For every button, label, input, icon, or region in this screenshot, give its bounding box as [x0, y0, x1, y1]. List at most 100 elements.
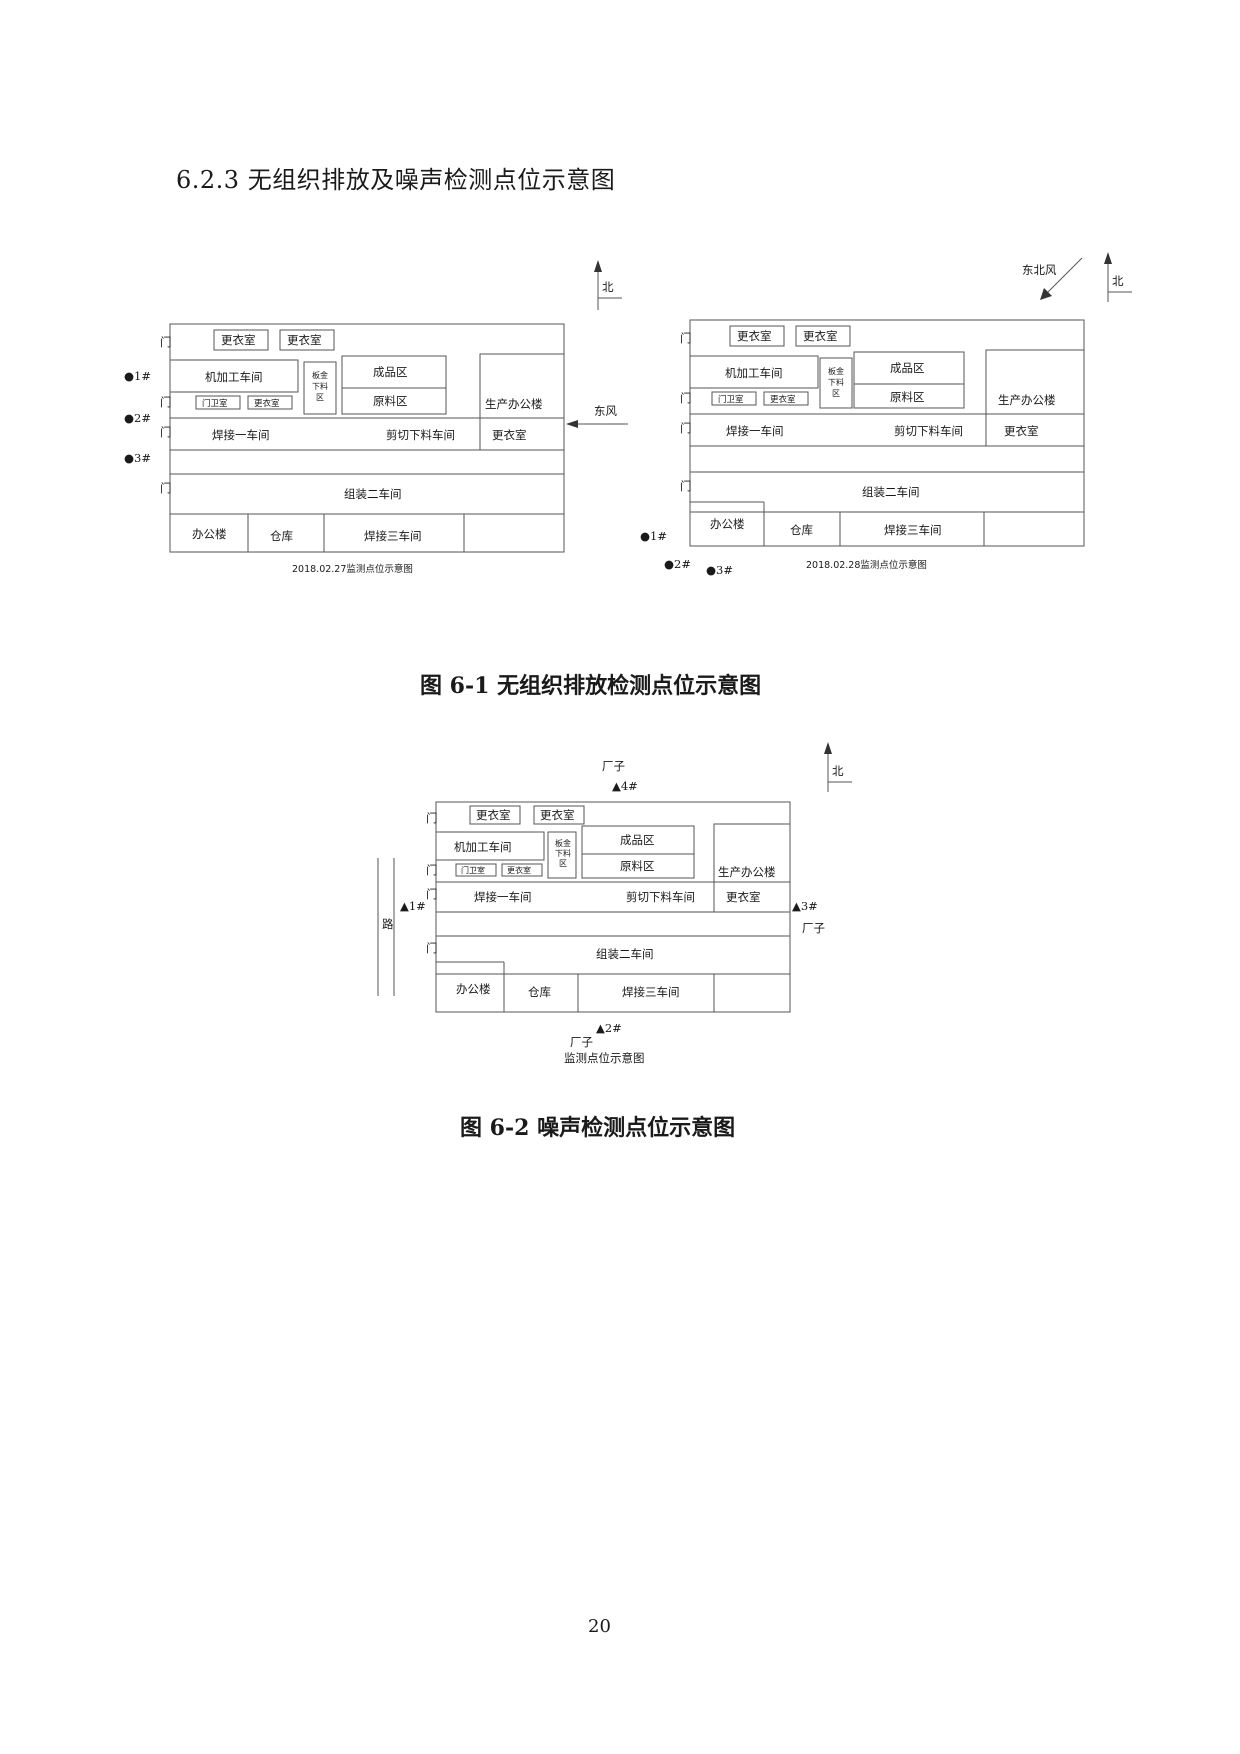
noise-point-4: ▲4#	[612, 779, 638, 793]
site-boundary	[435, 801, 791, 1013]
monitoring-point-1: ●1#	[640, 529, 667, 543]
storage-area-box	[853, 351, 965, 409]
welding-1-label: 焊接一车间	[474, 890, 532, 904]
changing-room-label: 更衣室	[737, 329, 772, 343]
changing-room-box	[279, 329, 335, 351]
changing-room-box	[533, 805, 585, 825]
changing-room-label: 更衣室	[507, 865, 531, 875]
warehouse-label: 仓库	[528, 985, 551, 999]
office-label: 办公楼	[710, 517, 745, 531]
changing-room-label: 更衣室	[254, 398, 280, 409]
finished-goods-label: 成品区	[373, 365, 408, 379]
storage-area-box	[341, 355, 447, 415]
door-label: 门	[426, 863, 438, 877]
map-caption: 2018.02.28监测点位示意图	[806, 559, 927, 571]
sheet-metal-box	[547, 831, 577, 879]
figure-6-1-right-map: 北 东北风 更衣室 更衣室 机加工车间 门卫室 更衣室 板金 下料 区 成品区 …	[640, 252, 1132, 577]
door-label: 门	[426, 887, 438, 901]
monitoring-point-1: ●1#	[124, 369, 151, 383]
changing-room-box	[501, 863, 543, 877]
noise-point-2: ▲2#	[596, 1021, 622, 1035]
welding-1-strip	[435, 881, 791, 913]
changing-room-box	[763, 391, 809, 406]
welding-3-label: 焊接三车间	[622, 985, 680, 999]
door-label: 门	[160, 481, 172, 495]
storage-area-box	[581, 825, 695, 879]
door-label: 门	[680, 479, 692, 493]
noise-point-1: ▲1#	[400, 899, 426, 913]
sheet-metal-label: 区	[316, 393, 324, 402]
assembly-2-label: 组装二车间	[344, 487, 402, 501]
door-label: 门	[680, 421, 692, 435]
welding-1-label: 焊接一车间	[726, 424, 784, 438]
changing-room-box	[795, 325, 851, 347]
changing-room-label: 更衣室	[287, 333, 322, 347]
welding-3-label: 焊接三车间	[884, 523, 942, 537]
guard-room-box	[195, 395, 241, 410]
changing-room-box	[469, 805, 521, 825]
page-number: 20	[588, 1616, 611, 1637]
welding-3-label: 焊接三车间	[364, 529, 422, 543]
machining-workshop-box	[435, 831, 545, 861]
changing-room-label: 更衣室	[221, 333, 256, 347]
sheet-metal-label: 下料	[555, 848, 571, 858]
cutting-workshop-label: 剪切下料车间	[626, 890, 695, 904]
cutting-workshop-label: 剪切下料车间	[386, 428, 455, 442]
changing-room-label: 更衣室	[540, 808, 575, 822]
monitoring-point-3: ●3#	[706, 563, 733, 577]
guard-room-label: 门卫室	[718, 394, 744, 405]
finished-goods-label: 成品区	[620, 833, 655, 847]
road-label: 路	[382, 917, 394, 931]
assembly-2-label: 组装二车间	[862, 485, 920, 499]
guard-room-box	[455, 863, 497, 877]
changing-room-label: 更衣室	[803, 329, 838, 343]
north-arrow: 北	[594, 260, 622, 310]
wind-label: 东风	[594, 404, 617, 418]
monitoring-point-3: ●3#	[124, 451, 151, 465]
guard-room-box	[711, 391, 757, 406]
monitoring-point-2: ●2#	[124, 411, 151, 425]
sheet-metal-label: 区	[832, 389, 840, 398]
machining-workshop-box	[169, 359, 299, 393]
section-title: 6.2.3 无组织排放及噪声检测点位示意图	[176, 166, 616, 194]
wind-arrow: 东风	[566, 404, 628, 428]
production-office-label: 生产办公楼	[485, 397, 543, 411]
noise-point-3: ▲3#	[792, 899, 818, 913]
warehouse-label: 仓库	[270, 529, 293, 543]
changing-room-box	[213, 329, 269, 351]
guard-room-label: 门卫室	[202, 398, 228, 409]
changing-room-label: 更衣室	[492, 428, 527, 442]
door-label: 门	[160, 425, 172, 439]
changing-room-label: 更衣室	[476, 808, 511, 822]
machining-workshop-label: 机加工车间	[205, 370, 263, 384]
changing-room-box	[729, 325, 785, 347]
changing-room-label: 更衣室	[770, 394, 796, 405]
changing-room-label: 更衣室	[726, 890, 761, 904]
door-label: 门	[160, 335, 172, 349]
machining-workshop-label: 机加工车间	[725, 366, 783, 380]
north-arrow: 北	[824, 742, 852, 792]
wind-arrow: 东北风	[1022, 257, 1083, 300]
production-office-label: 生产办公楼	[998, 393, 1056, 407]
figure-6-1-left-map: 北 更衣室 更衣室 机加工车间 门卫室 更衣室 板金 下料 区 成品区 原料区 …	[124, 260, 628, 575]
welding-1-strip	[169, 417, 565, 451]
door-label: 门	[680, 391, 692, 405]
figure-6-2-map: 北 厂子 ▲4# 更衣室 更衣室 机加工车间 门卫室 更衣室 板金 下料 区 成…	[377, 742, 852, 1065]
warehouse-label: 仓库	[790, 523, 813, 537]
factory-label: 厂子	[802, 921, 825, 935]
factory-label: 厂子	[602, 759, 625, 773]
machining-workshop-box	[689, 355, 819, 389]
factory-label: 厂子	[570, 1035, 593, 1049]
door-label: 门	[160, 395, 172, 409]
wind-label: 东北风	[1022, 263, 1057, 277]
door-label: 门	[426, 811, 438, 825]
changing-room-label: 更衣室	[1004, 424, 1039, 438]
figure-6-2-caption: 图 6-2 噪声检测点位示意图	[460, 1115, 736, 1141]
north-label: 北	[602, 280, 614, 294]
monitoring-point-2: ●2#	[664, 557, 691, 571]
production-office-label: 生产办公楼	[718, 865, 776, 879]
changing-room-box	[247, 395, 293, 410]
sheet-metal-label: 区	[559, 859, 567, 868]
raw-material-label: 原料区	[890, 390, 925, 404]
guard-room-label: 门卫室	[461, 865, 485, 875]
